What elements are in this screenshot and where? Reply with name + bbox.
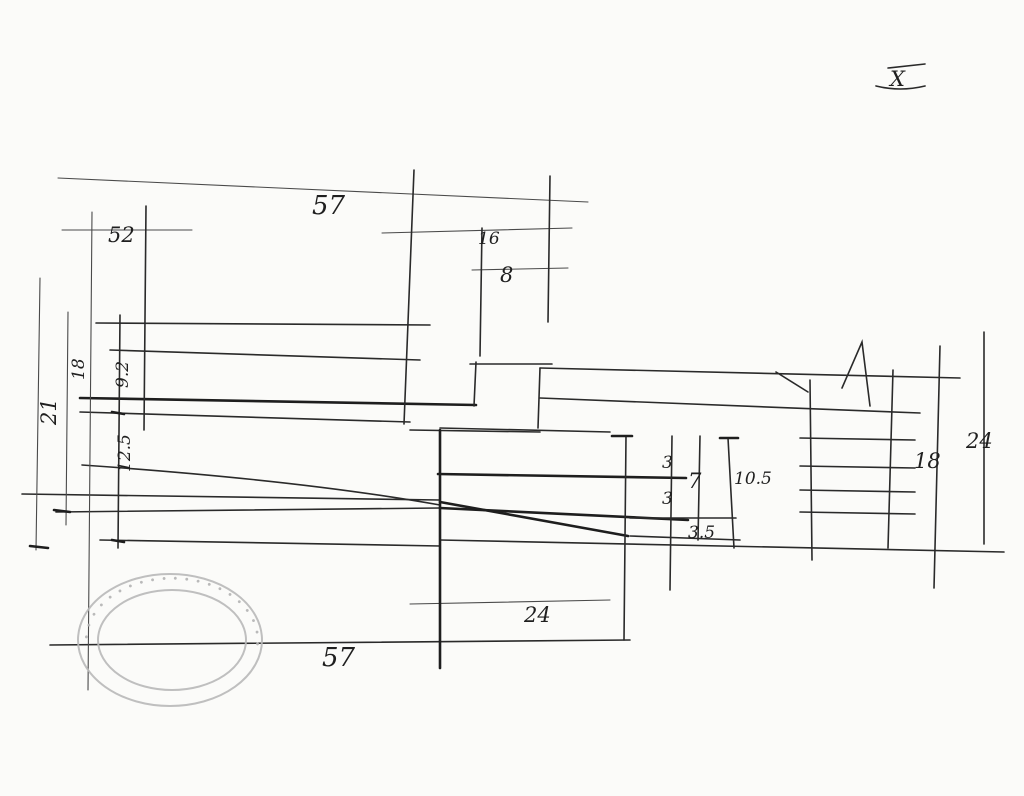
vertical-lines: [35, 169, 985, 691]
dim-bottom-width: 57: [322, 643, 356, 673]
dim-top-width: 57: [312, 191, 346, 221]
dim-right-height-inner: 18: [914, 449, 941, 473]
dim-step-width: 24: [523, 603, 551, 627]
dim-notch-width-top: 16: [478, 229, 500, 249]
seal-lettering: • • • • • • • • • • • • • • • • • • • • …: [82, 574, 262, 648]
dim-right-height-total: 24: [965, 429, 993, 453]
dim-step-total: 10.5: [734, 469, 772, 489]
dim-left-height-inner: 18: [69, 358, 89, 380]
dim-step-lower: 3: [662, 489, 673, 509]
sheet-number-mark: X: [875, 63, 926, 91]
horizontal-lines: [21, 177, 1005, 646]
dimension-labels: 57 57 52 16 8 24 21 18 9.2 12.5 3 7 10.5…: [37, 191, 993, 673]
dim-left-lower: 12.5: [115, 434, 135, 472]
embossed-seal: • • • • • • • • • • • • • • • • • • • • …: [77, 573, 263, 707]
dim-left-height-total: 21: [37, 398, 61, 426]
dim-left-rise: 9.2: [113, 361, 133, 388]
dim-step-upper: 3: [662, 453, 673, 473]
tick-marks: [28, 410, 740, 550]
dim-left-offset: 52: [108, 223, 135, 247]
dim-notch-width: 8: [500, 263, 513, 287]
dim-step-mid: 7: [688, 469, 702, 493]
dim-step-run: 3.5: [688, 523, 715, 543]
sheet-number-label: X: [888, 67, 906, 91]
